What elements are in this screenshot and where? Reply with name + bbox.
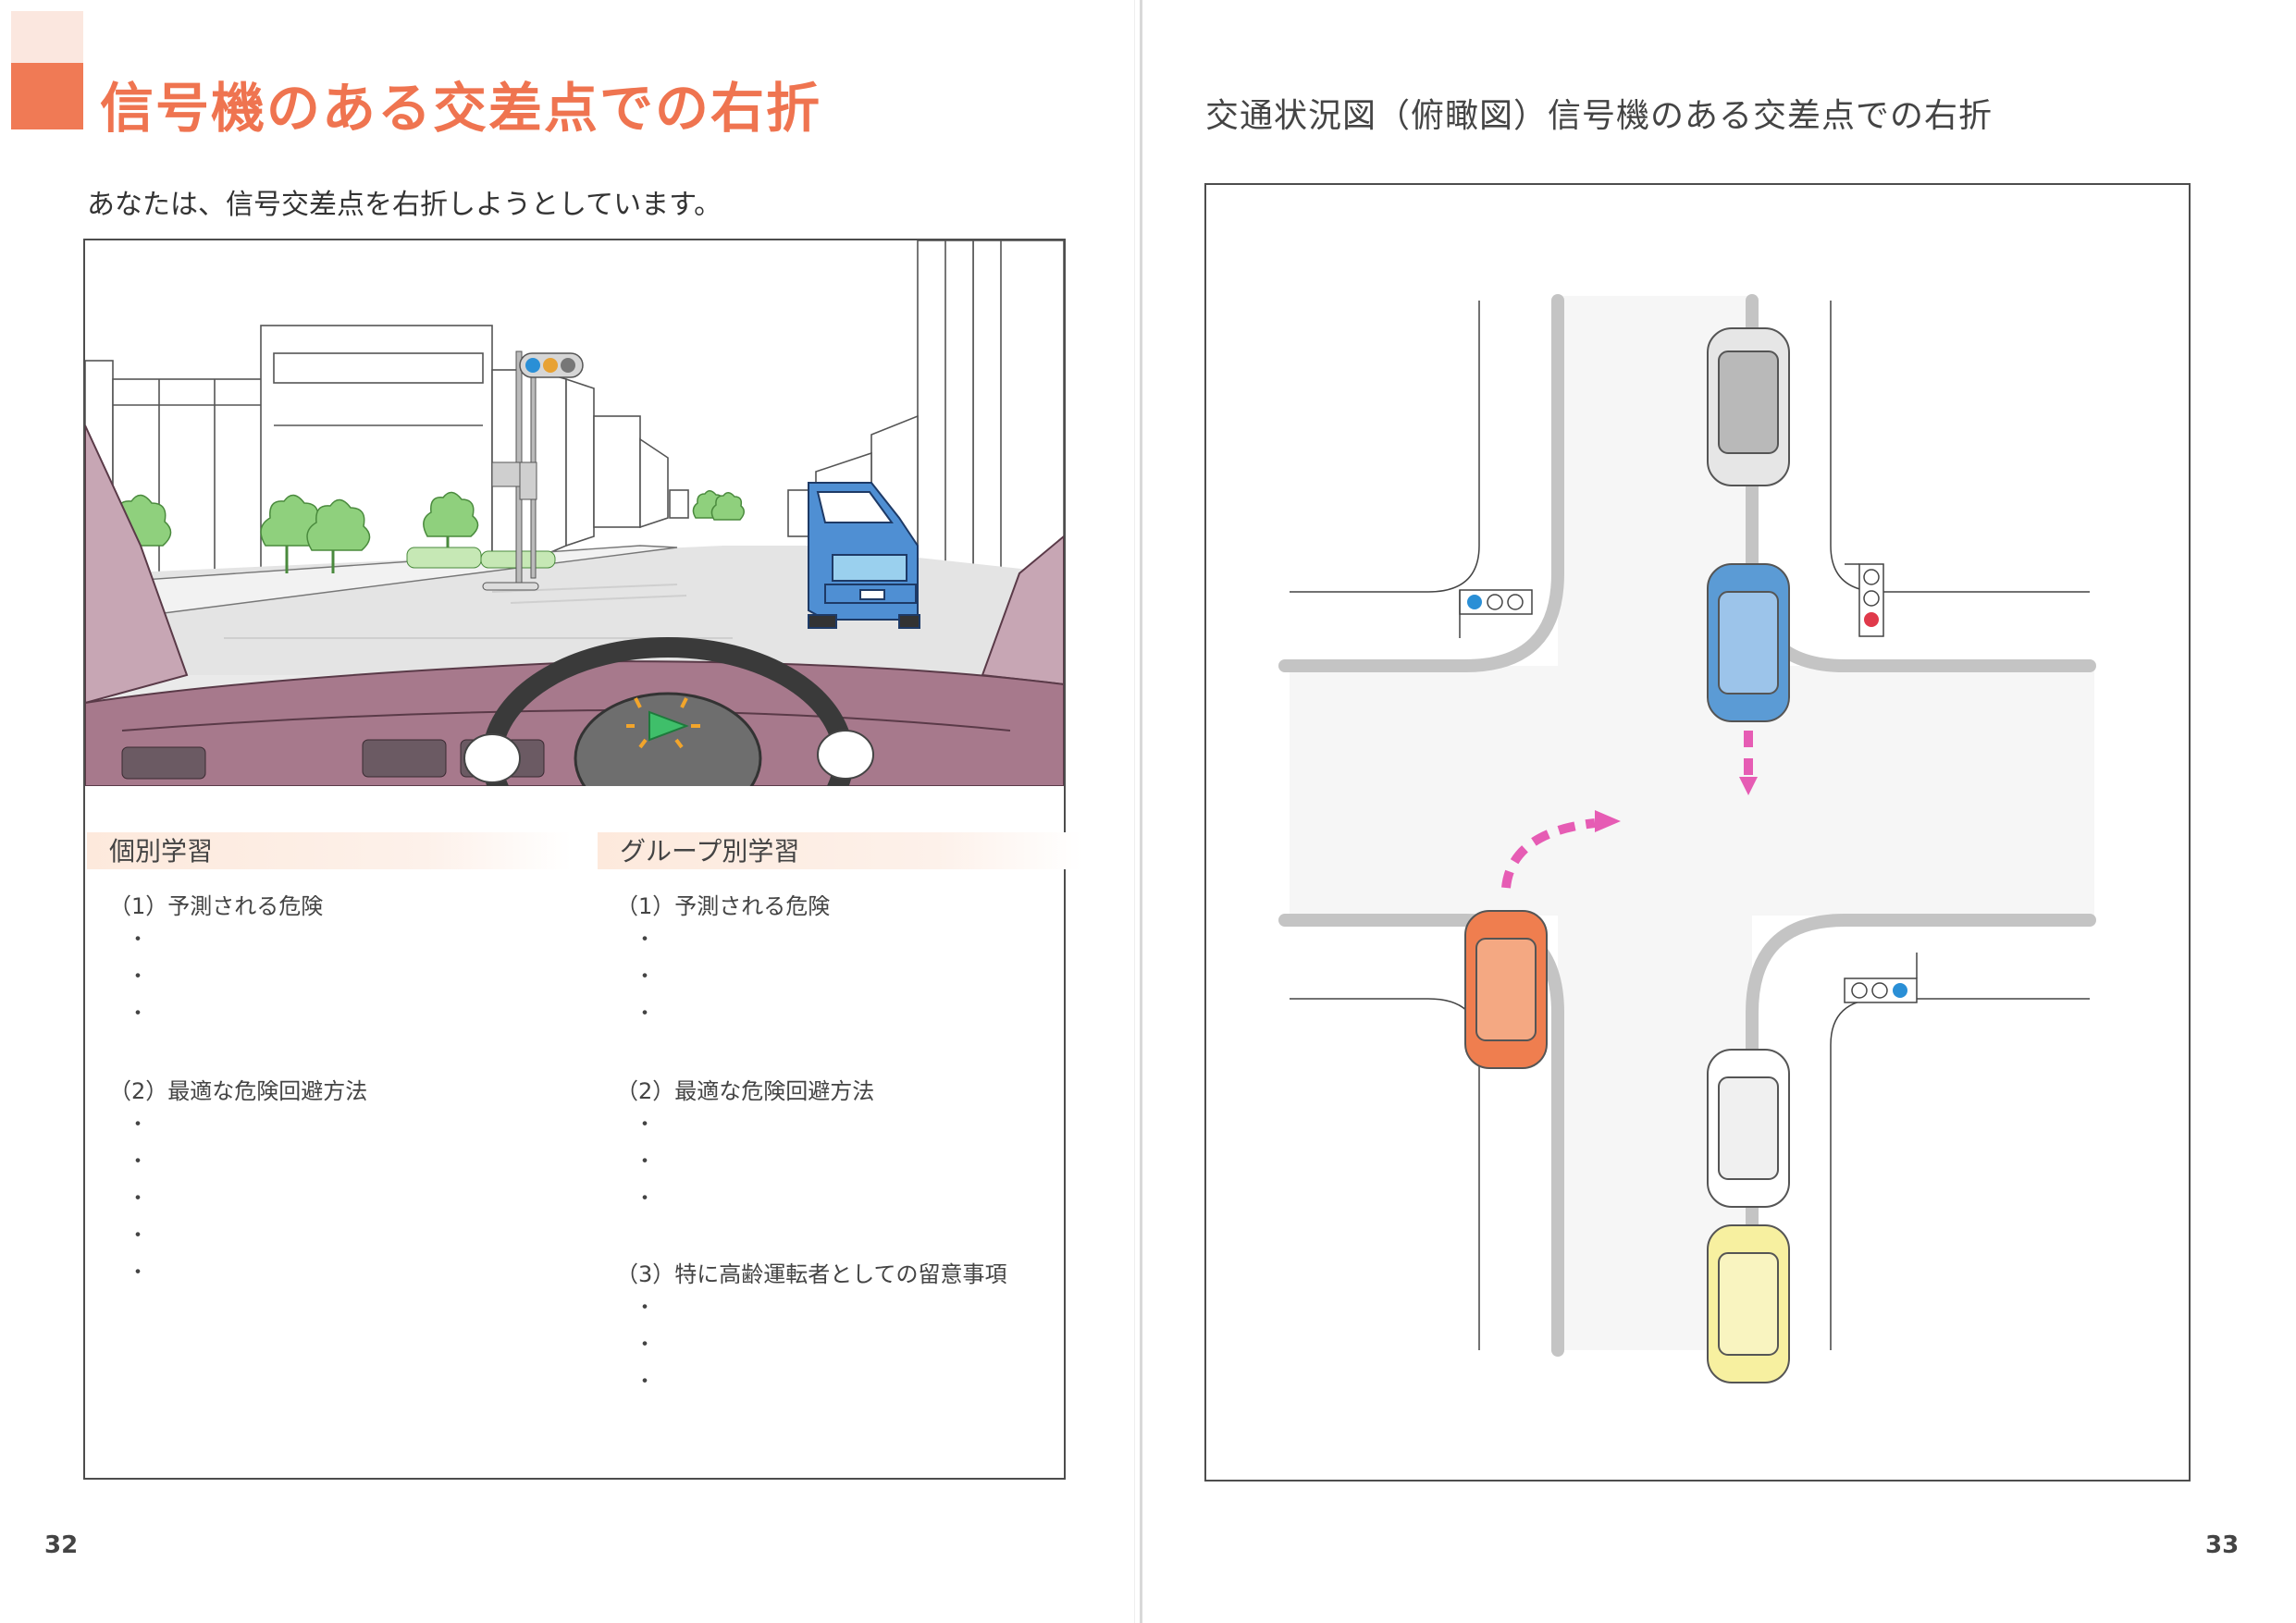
intersection-diagram: [1206, 185, 2189, 1480]
individual-q2-bullet: ・: [128, 1150, 149, 1174]
individual-q2-bullet: ・: [128, 1113, 149, 1137]
group-q3-bullet: ・: [635, 1334, 656, 1357]
individual-q2-bullet: ・: [128, 1224, 149, 1248]
page-spine-shadow: [1134, 0, 1135, 1623]
title-accent-square: [11, 63, 83, 129]
turn-indicator-icon: [648, 710, 689, 742]
traffic-signal-icon: [1845, 563, 1884, 637]
turn-arrow-head: [1595, 810, 1621, 832]
group-q3-bullet: ・: [635, 1297, 656, 1320]
individual-study-heading: 個別学習: [87, 832, 572, 869]
car-interior: [85, 424, 1064, 786]
oncoming-van: [808, 482, 920, 629]
individual-q1-label: （1）予測される危険: [109, 893, 324, 919]
turn-arrow-icon: [1501, 731, 1753, 889]
group-q2-bullet: ・: [635, 1187, 656, 1211]
group-study-heading: グループ別学習: [598, 832, 1082, 869]
traffic-signal-icon: [1844, 953, 1918, 1003]
group-q2-label: （2）最適な危険回避方法: [616, 1078, 875, 1104]
traffic-signal-icon: [1459, 589, 1533, 638]
group-q2-bullet: ・: [635, 1113, 656, 1137]
group-q1-label: （1）予測される危険: [616, 893, 831, 919]
page-number-left: 32: [44, 1531, 79, 1559]
individual-q1-bullet: ・: [128, 965, 149, 989]
driver-view-illustration: [85, 240, 1064, 786]
group-q3-bullet: ・: [635, 1371, 656, 1394]
group-q1-bullet: ・: [635, 965, 656, 989]
individual-q2-bullet: ・: [128, 1187, 149, 1211]
driver-view-svg: [85, 240, 1064, 786]
group-q1-bullet: ・: [635, 928, 656, 952]
traffic-signal-icon: [482, 350, 584, 591]
group-q3-label: （3）特に高齢運転者としての留意事項: [616, 1261, 1007, 1287]
car-icon: [1464, 327, 1790, 1383]
turn-arrow-head: [1739, 777, 1758, 795]
overview-title: 交通状況図（俯瞰図）信号機のある交差点での右折: [1205, 97, 1994, 135]
intro-text: あなたは、信号交差点を右折しようとしています。: [87, 189, 722, 221]
intersection-svg: [1206, 185, 2189, 1480]
individual-q2-label: （2）最適な危険回避方法: [109, 1078, 368, 1104]
page-title: 信号機のある交差点での右折: [100, 77, 822, 140]
individual-q1-bullet: ・: [128, 928, 149, 952]
overview-frame: [1204, 183, 2191, 1482]
group-q1-bullet: ・: [635, 1002, 656, 1026]
group-q2-bullet: ・: [635, 1150, 656, 1174]
page-number-right: 33: [2205, 1531, 2240, 1559]
page-spine: [1140, 0, 1142, 1623]
individual-q1-bullet: ・: [128, 1002, 149, 1026]
individual-q2-bullet: ・: [128, 1261, 149, 1285]
